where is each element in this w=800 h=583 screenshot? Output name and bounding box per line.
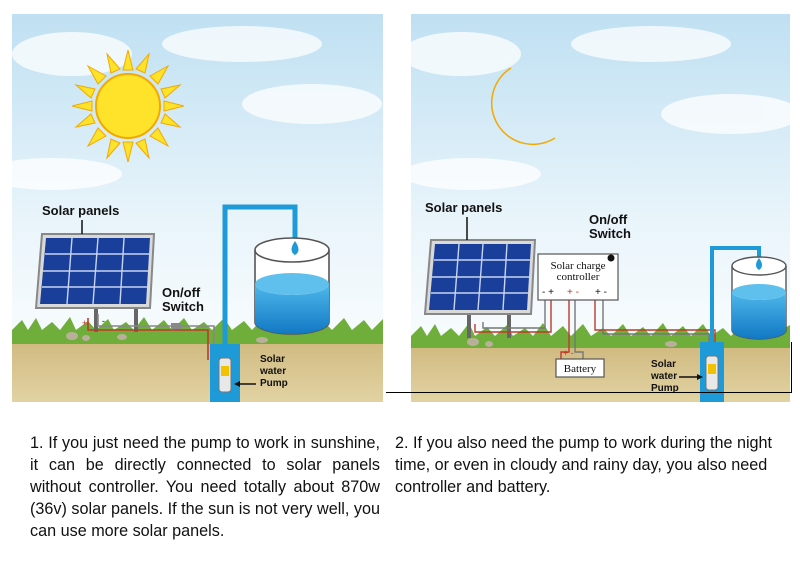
caption-direct-connection: 1. If you just need the pump to work in … — [30, 434, 380, 540]
wire-minus-label: - — [102, 316, 105, 326]
on-off-switch-icon — [607, 254, 615, 262]
stones — [66, 332, 268, 343]
controller-label-line1: Solar charge — [550, 260, 605, 272]
clouds — [12, 26, 382, 190]
controller-terminals-2: + - — [567, 287, 579, 298]
clouds — [411, 26, 790, 190]
solar-panels-label: Solar panels — [425, 200, 502, 215]
solar-charge-controller — [537, 253, 619, 301]
controller-label-line2: controller — [557, 271, 600, 283]
pump-label-line1: Solar — [651, 359, 676, 370]
battery-icon — [555, 358, 605, 378]
night-scene-illustration: Solar panels Solar charge controller - +… — [411, 14, 790, 402]
controller-terminals-1: - + — [542, 287, 554, 298]
sun-icon — [71, 49, 185, 163]
wires — [474, 300, 716, 360]
pump-label-line3: Pump — [260, 378, 288, 389]
switch-label-line2: Switch — [589, 226, 631, 241]
moon-icon — [490, 67, 556, 146]
pump-label-line2: water — [650, 371, 677, 382]
frame-line-horizontal — [386, 392, 792, 393]
stones — [467, 338, 677, 347]
solar-panel-icon — [423, 239, 537, 338]
wire-plus-label: + — [82, 318, 87, 328]
frame-line-vertical — [791, 342, 792, 393]
switch-label-line1: On/off — [589, 212, 628, 227]
battery-label: Battery — [564, 363, 597, 375]
on-off-switch-icon — [171, 323, 181, 329]
solar-panels-label: Solar panels — [42, 203, 119, 218]
caption-controller-battery: 2. If you also need the pump to work dur… — [395, 434, 773, 496]
grass — [411, 323, 790, 348]
wires — [87, 314, 215, 360]
controller-terminals-3: + - — [595, 287, 607, 298]
water-tank-icon — [731, 256, 787, 340]
day-scene-panel: Solar panels + - On/off Switch Solar wat… — [12, 14, 383, 402]
pump-label-line2: water — [259, 366, 286, 377]
switch-label-line2: Switch — [162, 299, 204, 314]
water-tank-icon — [254, 237, 330, 335]
solar-panel-icon — [34, 233, 156, 332]
pump-label-line1: Solar — [260, 354, 285, 365]
switch-label-line1: On/off — [162, 285, 201, 300]
water-pipe — [710, 246, 761, 384]
battery-terminals: + - — [563, 348, 574, 358]
water-pipe — [222, 204, 298, 384]
pump-label-line3: Pump — [651, 383, 679, 394]
day-scene-illustration: Solar panels + - On/off Switch Solar wat… — [12, 14, 383, 402]
night-scene-panel: Solar panels Solar charge controller - +… — [411, 14, 790, 402]
